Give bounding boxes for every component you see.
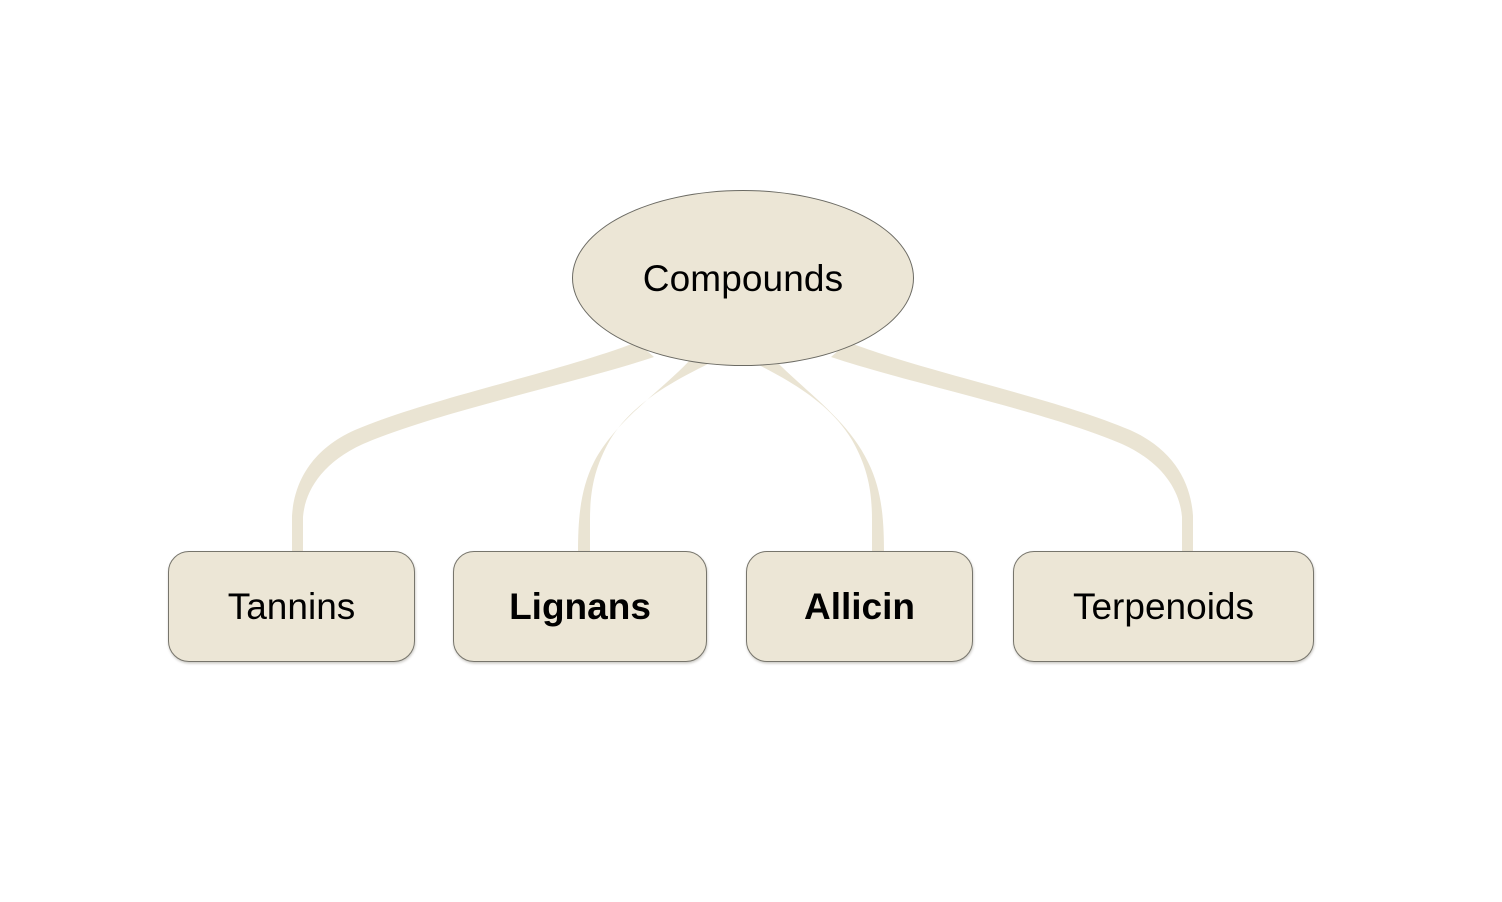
node-tannins-label: Tannins — [227, 586, 356, 627]
node-allicin-label: Allicin — [803, 586, 916, 627]
node-terpenoids-label: Terpenoids — [1072, 586, 1254, 627]
node-terpenoids[interactable]: Terpenoids — [1013, 551, 1314, 662]
edge-compounds-terpenoids — [831, 342, 1193, 553]
node-tannins[interactable]: Tannins — [168, 551, 415, 662]
edge-compounds-allicin — [753, 360, 884, 553]
node-allicin[interactable]: Allicin — [746, 551, 973, 662]
node-compounds-label: Compounds — [642, 257, 844, 299]
edge-compounds-lignans — [578, 360, 712, 553]
edge-compounds-tannins — [292, 342, 654, 553]
node-lignans[interactable]: Lignans — [453, 551, 707, 662]
node-compounds[interactable]: Compounds — [572, 190, 914, 366]
edge-group — [292, 342, 1193, 553]
node-lignans-label: Lignans — [509, 586, 651, 627]
